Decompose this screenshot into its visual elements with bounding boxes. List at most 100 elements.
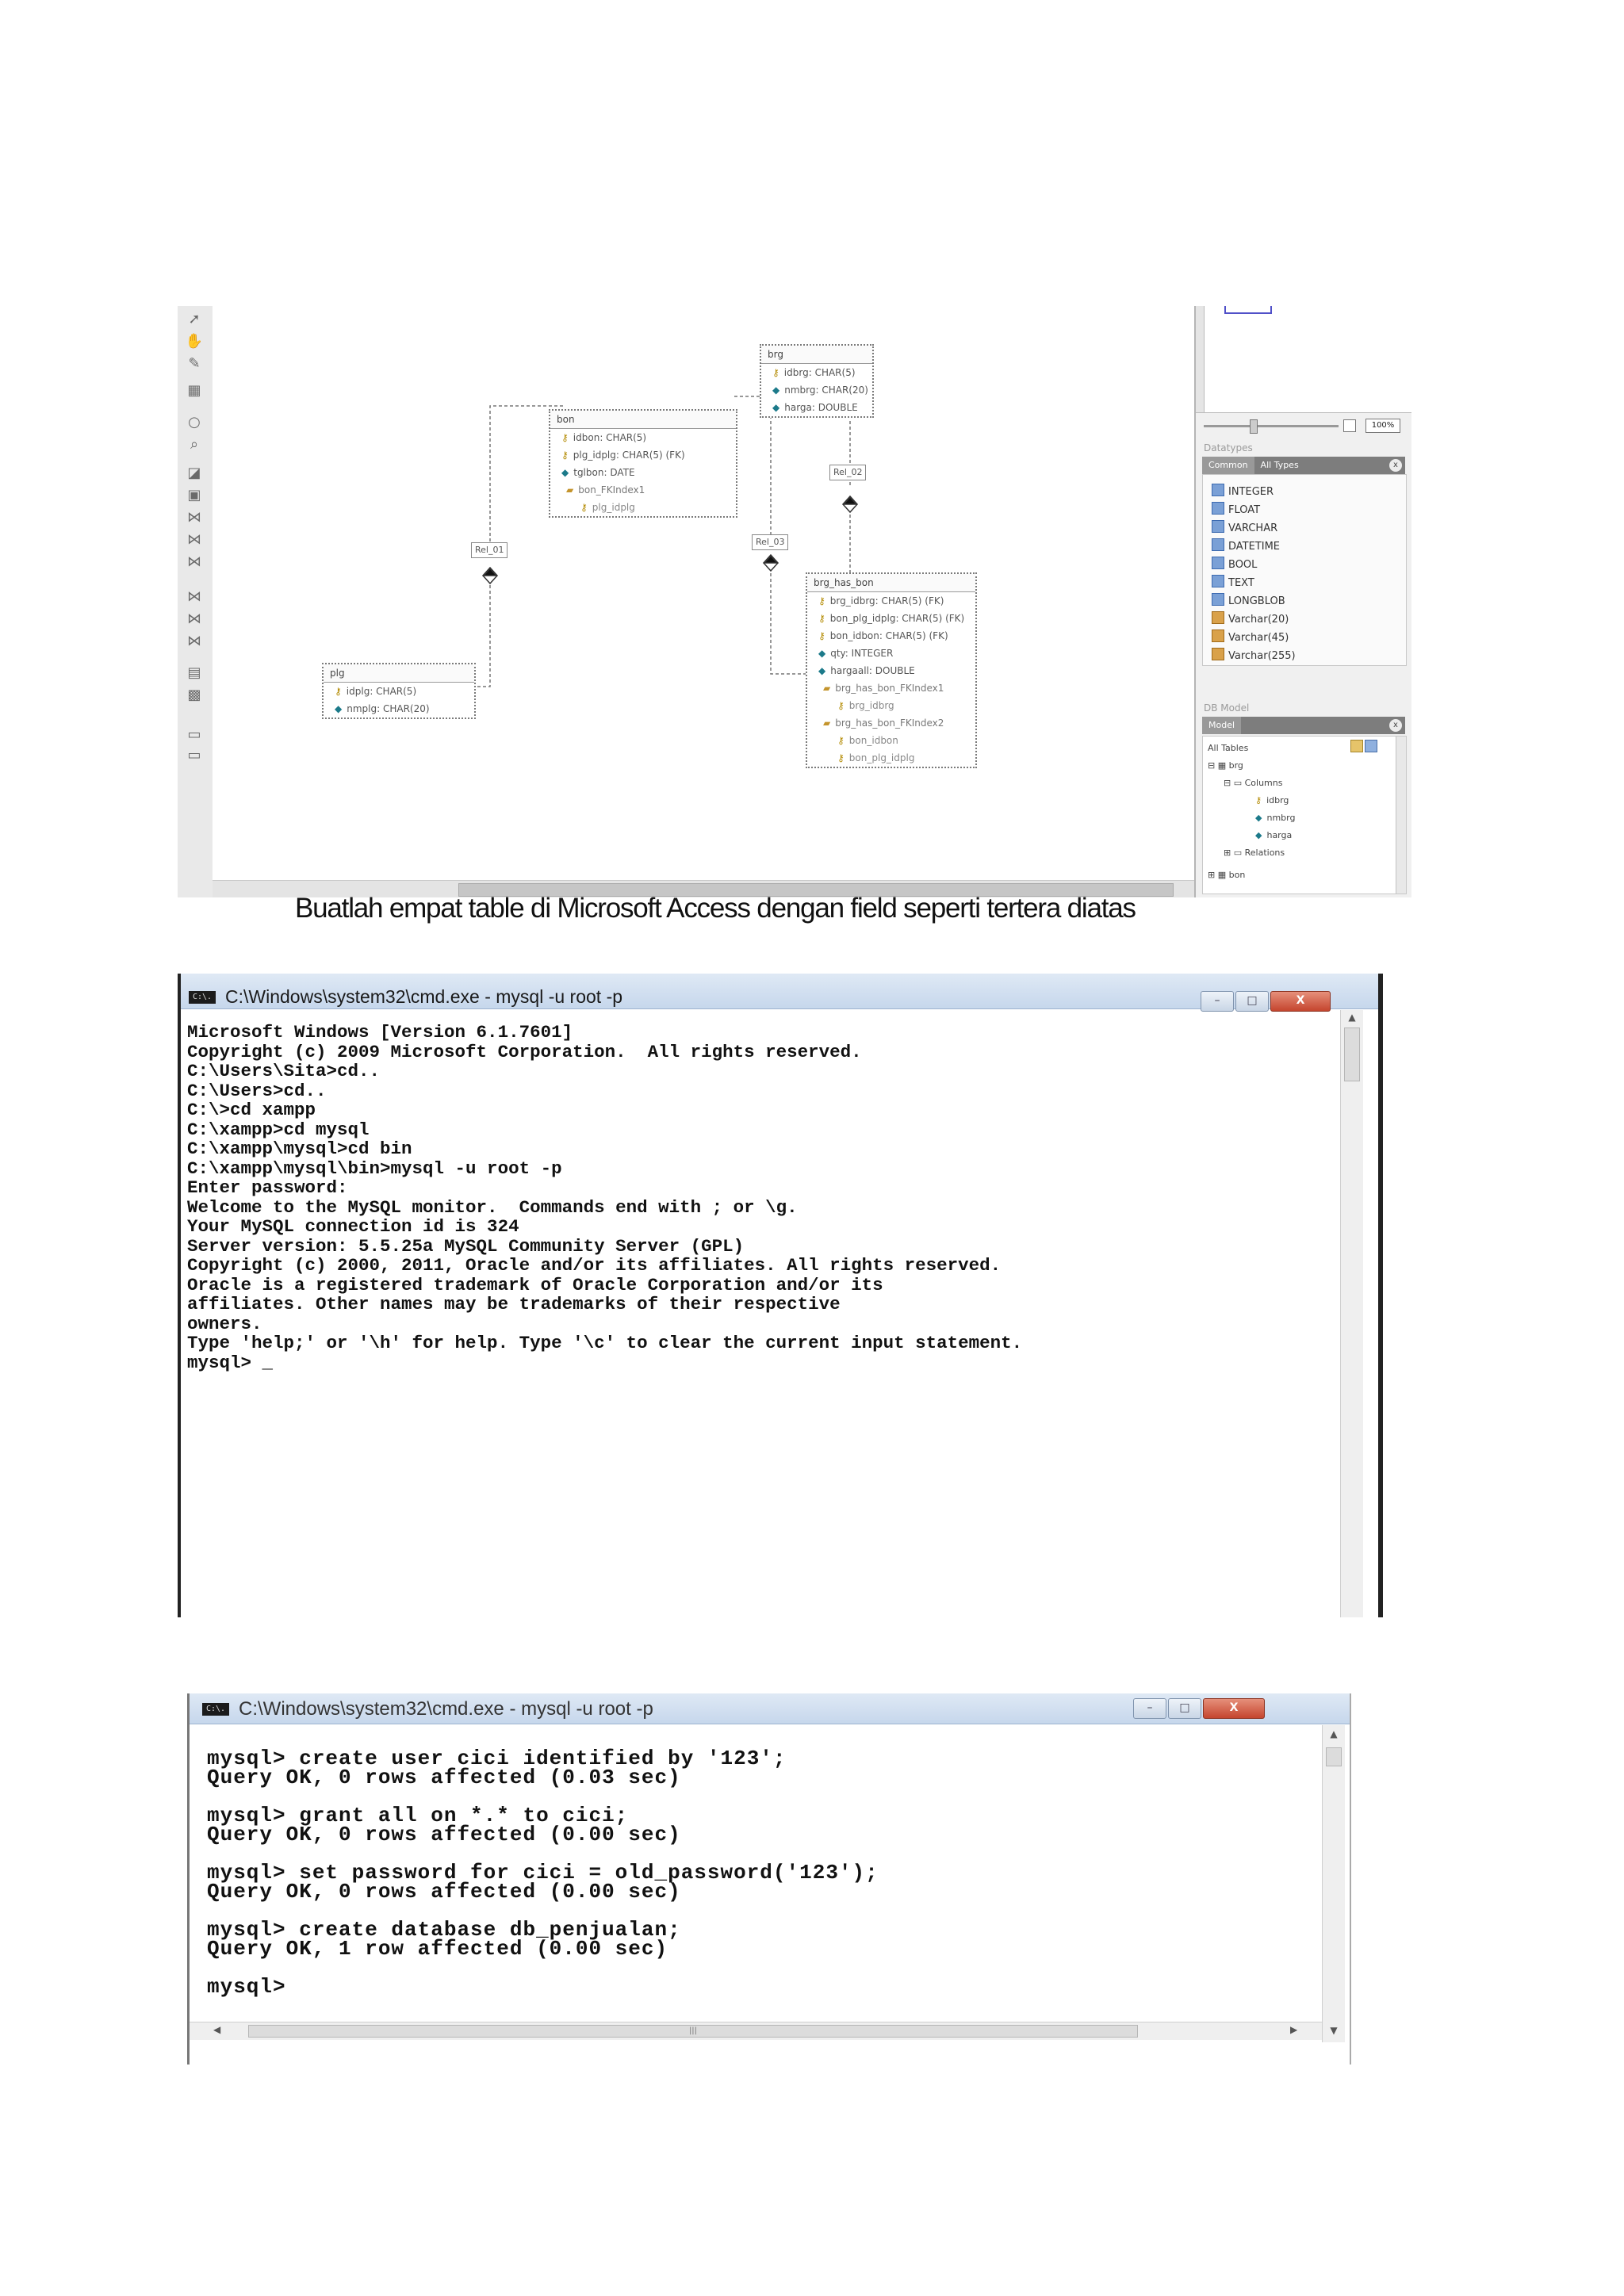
- tree-node-table[interactable]: ⊞ ▦ bon: [1208, 870, 1246, 880]
- datatypes-list: [1202, 474, 1407, 666]
- console-line: Type 'help;' or '\h' for help. Type '\c'…: [187, 1333, 1023, 1353]
- diagram-canvas[interactable]: bon ⚷idbon: CHAR(5) ⚷plg_idplg: CHAR(5) …: [213, 306, 1370, 880]
- vertical-scrollbar[interactable]: ▲: [1340, 1010, 1363, 1617]
- zoom-level-field[interactable]: 100%: [1365, 419, 1400, 433]
- maximize-button[interactable]: □: [1168, 1698, 1201, 1719]
- close-button[interactable]: X: [1270, 991, 1331, 1012]
- title-bar[interactable]: C:\. C:\Windows\system32\cmd.exe - mysql…: [181, 974, 1378, 1012]
- datatype-item[interactable]: Varchar(20): [1212, 611, 1289, 626]
- scrollbar-thumb[interactable]: [1326, 1747, 1342, 1766]
- tree-node-relations[interactable]: ⊞ ▭ Relations: [1224, 848, 1285, 858]
- zoom-slider-handle[interactable]: [1250, 419, 1258, 434]
- navigator-scrollbar[interactable]: [1196, 306, 1205, 412]
- zoom-tool-icon[interactable]: ⌕: [190, 436, 199, 453]
- datatype-item[interactable]: Varchar(45): [1212, 629, 1289, 644]
- close-icon[interactable]: x: [1389, 459, 1402, 472]
- relation-a-tool-icon[interactable]: ⋈: [187, 588, 201, 605]
- relation-label[interactable]: Rel_01: [471, 542, 508, 558]
- edit-icon[interactable]: [1365, 740, 1377, 752]
- region-tool-icon[interactable]: ◪: [187, 465, 201, 481]
- tree-scrollbar[interactable]: [1396, 737, 1406, 894]
- tree-node-columns[interactable]: ⊟ ▭ Columns: [1224, 778, 1283, 788]
- window-title: C:\Windows\system32\cmd.exe - mysql -u r…: [225, 986, 623, 1007]
- datatype-item[interactable]: Varchar(255): [1212, 648, 1296, 662]
- console-line: Server version: 5.5.25a MySQL Community …: [187, 1235, 745, 1257]
- hand-tool-icon[interactable]: ✋: [185, 333, 204, 350]
- tree-node-table[interactable]: ⊟ ▦ brg: [1208, 760, 1243, 771]
- pencil-tool-icon[interactable]: ✎: [188, 355, 201, 372]
- vertical-scrollbar[interactable]: ▲ ▼: [1322, 1725, 1345, 2042]
- relation-nm-tool-icon[interactable]: ⋈: [187, 553, 201, 570]
- pointer-tool-icon[interactable]: ➚: [188, 311, 201, 327]
- tab-common[interactable]: Common: [1202, 457, 1254, 474]
- index-column-row: ⚷plg_idplg: [580, 502, 635, 513]
- datatype-item[interactable]: TEXT: [1212, 575, 1254, 589]
- console-output[interactable]: mysql> create user cici identified by '1…: [207, 1748, 879, 1997]
- scrollbar-thumb[interactable]: [458, 883, 1174, 897]
- relation-c-tool-icon[interactable]: ⋈: [187, 633, 201, 649]
- navigator-viewport[interactable]: [1224, 306, 1272, 314]
- key-icon: ⚷: [561, 450, 569, 461]
- horizontal-scrollbar[interactable]: ◀ ||| ▶: [190, 2022, 1322, 2040]
- diamond-icon: ◆: [772, 385, 780, 396]
- sql-tool-icon[interactable]: ▭: [187, 726, 201, 743]
- zoom-fit-button[interactable]: [1343, 419, 1356, 432]
- column-row: ⚷bon_idbon: CHAR(5) (FK): [818, 630, 948, 641]
- zoom-slider-track[interactable]: [1204, 425, 1339, 427]
- datatype-item[interactable]: BOOL: [1212, 557, 1257, 571]
- close-icon[interactable]: x: [1389, 719, 1402, 732]
- canvas-horizontal-scrollbar[interactable]: [213, 880, 1370, 897]
- datatype-item[interactable]: FLOAT: [1212, 502, 1260, 516]
- entity-plg[interactable]: plg ⚷idplg: CHAR(5) ◆nmplg: CHAR(20): [322, 663, 476, 719]
- tree-node-column[interactable]: ◆harga: [1255, 830, 1293, 840]
- scroll-left-icon[interactable]: ◀: [213, 2024, 221, 2035]
- index-row: ▰brg_has_bon_FKIndex2: [823, 718, 944, 729]
- datatype-item[interactable]: DATETIME: [1212, 538, 1280, 553]
- cmd-window-1[interactable]: C:\. C:\Windows\system32\cmd.exe - mysql…: [178, 974, 1383, 1617]
- datatype-item[interactable]: INTEGER: [1212, 484, 1274, 498]
- tab-all-types[interactable]: All Types: [1260, 460, 1299, 470]
- scroll-down-icon[interactable]: ▼: [1330, 2025, 1338, 2036]
- minimize-button[interactable]: –: [1201, 991, 1234, 1012]
- designer-toolbar: ➚ ✋ ✎ ▦ ○ ⌕ ◪ ▣ ⋈ ⋈ ⋈ ⋈ ⋈ ⋈ ▤ ▩ ▭ ▭: [178, 306, 213, 897]
- console-output[interactable]: Microsoft Windows [Version 6.1.7601] Copy…: [187, 1023, 1022, 1372]
- tab-model[interactable]: Model: [1202, 717, 1242, 734]
- scroll-up-icon[interactable]: ▲: [1330, 1728, 1338, 1739]
- console-line: Query OK, 0 rows affected (0.03 sec): [207, 1766, 681, 1789]
- relation-label[interactable]: Rel_02: [829, 465, 867, 480]
- console-line: Copyright (c) 2000, 2011, Oracle and/or …: [187, 1255, 1002, 1276]
- column-row: ◆nmbrg: CHAR(20): [772, 385, 868, 396]
- relation-11-tool-icon[interactable]: ⋈: [187, 531, 201, 548]
- image-tool-icon[interactable]: ▩: [187, 687, 201, 703]
- tree-node-column[interactable]: ⚷idbrg: [1255, 795, 1289, 806]
- entity-brg[interactable]: brg ⚷idbrg: CHAR(5) ◆nmbrg: CHAR(20) ◆ha…: [760, 344, 874, 418]
- datatype-item[interactable]: LONGBLOB: [1212, 593, 1285, 607]
- entity-bon[interactable]: bon ⚷idbon: CHAR(5) ⚷plg_idplg: CHAR(5) …: [549, 409, 737, 518]
- relation-b-tool-icon[interactable]: ⋈: [187, 610, 201, 627]
- note-tool-icon[interactable]: ▤: [187, 664, 201, 681]
- console-line: Microsoft Windows [Version 6.1.7601]: [187, 1022, 573, 1043]
- index-row: ▰brg_has_bon_FKIndex1: [823, 683, 944, 694]
- close-button[interactable]: X: [1203, 1698, 1265, 1719]
- scroll-right-icon[interactable]: ▶: [1290, 2024, 1298, 2035]
- title-bar[interactable]: C:\. C:\Windows\system32\cmd.exe - mysql…: [190, 1693, 1350, 1724]
- circle-tool-icon[interactable]: ○: [188, 414, 201, 430]
- entity-brg-has-bon[interactable]: brg_has_bon ⚷brg_idbrg: CHAR(5) (FK) ⚷bo…: [806, 572, 977, 768]
- grid-tool-icon[interactable]: ▦: [187, 382, 201, 399]
- column-row: ⚷idbrg: CHAR(5): [772, 367, 856, 378]
- scrollbar-thumb[interactable]: |||: [248, 2025, 1138, 2038]
- diamond-icon: ◆: [818, 665, 826, 676]
- datatype-item[interactable]: VARCHAR: [1212, 520, 1277, 534]
- scrollbar-thumb[interactable]: [1344, 1027, 1360, 1081]
- export-tool-icon[interactable]: ▭: [187, 747, 201, 763]
- scroll-up-icon[interactable]: ▲: [1348, 1012, 1356, 1023]
- maximize-button[interactable]: □: [1235, 991, 1269, 1012]
- new-table-icon[interactable]: [1350, 740, 1363, 752]
- relation-1n-tool-icon[interactable]: ⋈: [187, 509, 201, 526]
- tree-node-column[interactable]: ◆nmbrg: [1255, 813, 1296, 823]
- table-tool-icon[interactable]: ▣: [187, 487, 201, 503]
- cmd-window-2[interactable]: C:\. C:\Windows\system32\cmd.exe - mysql…: [187, 1693, 1351, 2064]
- minimize-button[interactable]: –: [1133, 1698, 1166, 1719]
- relation-label[interactable]: Rel_03: [752, 534, 789, 550]
- console-line: C:\xampp\mysql>cd bin: [187, 1138, 412, 1159]
